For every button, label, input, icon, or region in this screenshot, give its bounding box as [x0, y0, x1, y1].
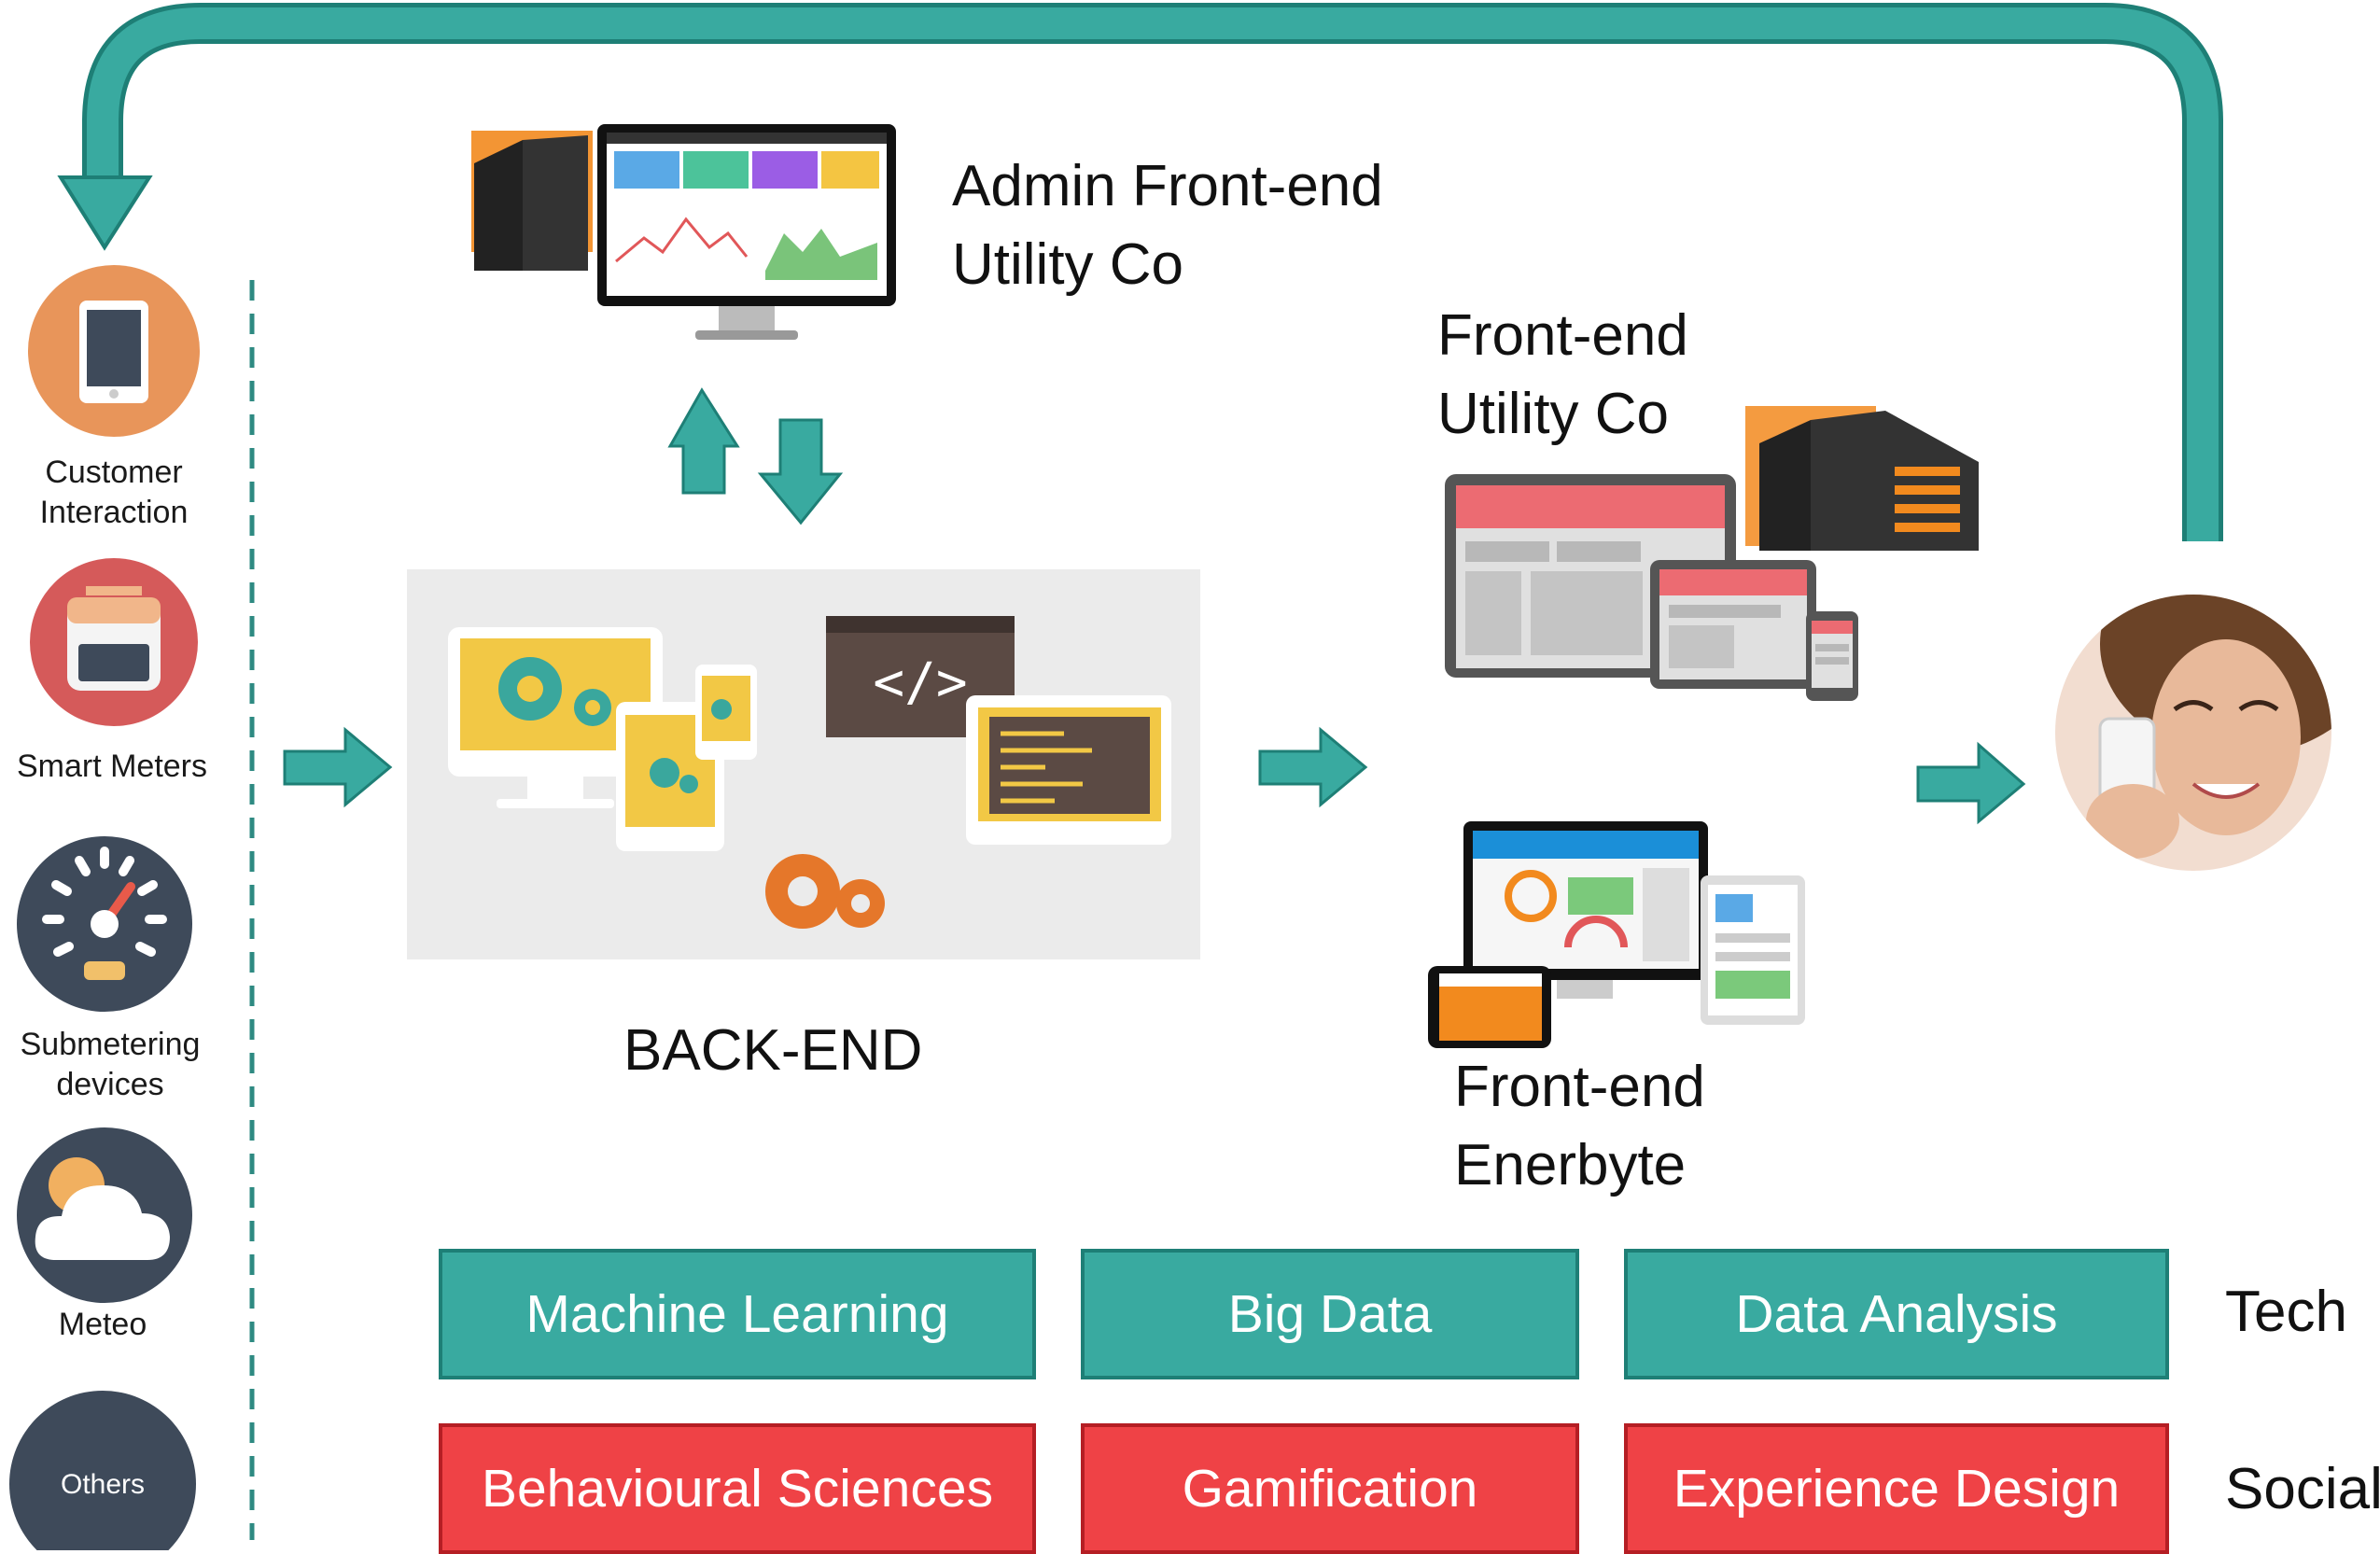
arrow-down-admin: [757, 418, 844, 525]
admin-dashboard-illustration: [471, 124, 896, 340]
frontend-enerbyte-label: Front-end Enerbyte: [1454, 1055, 1705, 1197]
arrow-backend-to-frontends: [1258, 726, 1368, 808]
source-label-meteo: Meteo: [58, 1307, 147, 1342]
tech-box-big-data: Big Data: [1081, 1249, 1579, 1379]
backend-illustration: </>: [407, 569, 1200, 959]
frontend-enerbyte-devices-illustration: [1428, 821, 1805, 1048]
tech-box-data-analysis: Data Analysis: [1624, 1249, 2169, 1379]
source-label-submetering: Submetering devices: [20, 1027, 201, 1102]
source-label-customer-interaction: Customer Interaction: [39, 455, 189, 530]
tech-box-machine-learning: Machine Learning: [439, 1249, 1036, 1379]
social-box-behavioural-sciences: Behavioural Sciences: [439, 1423, 1036, 1554]
code-glyph: </>: [873, 652, 967, 713]
frontend-utility-devices-illustration: [1445, 406, 1979, 701]
user-portrait: [2055, 595, 2331, 871]
others-label: Others: [60, 1469, 146, 1500]
feedback-loop-arrow: [57, 3, 2223, 541]
social-row-label: Social: [2225, 1457, 2380, 1521]
social-box-gamification: Gamification: [1081, 1423, 1579, 1554]
arrow-sources-to-backend: [283, 726, 393, 808]
arrow-frontends-to-user: [1916, 741, 2026, 825]
gauge-icon: [17, 836, 192, 1012]
backend-label: BACK-END: [623, 1018, 923, 1083]
tech-row-label: Tech: [2225, 1280, 2347, 1344]
arrow-up-admin: [667, 387, 740, 495]
smart-meter-icon: [30, 558, 198, 726]
others-bubble: [9, 1391, 196, 1550]
frontend-utility-label: Front-end Utility Co: [1437, 303, 1688, 446]
social-box-experience-design: Experience Design: [1624, 1423, 2169, 1554]
tablet-icon: [28, 265, 200, 437]
source-label-smart-meters: Smart Meters: [16, 749, 208, 784]
admin-frontend-label: Admin Front-end Utility Co: [952, 154, 1383, 297]
weather-cloud-icon: [17, 1127, 192, 1303]
